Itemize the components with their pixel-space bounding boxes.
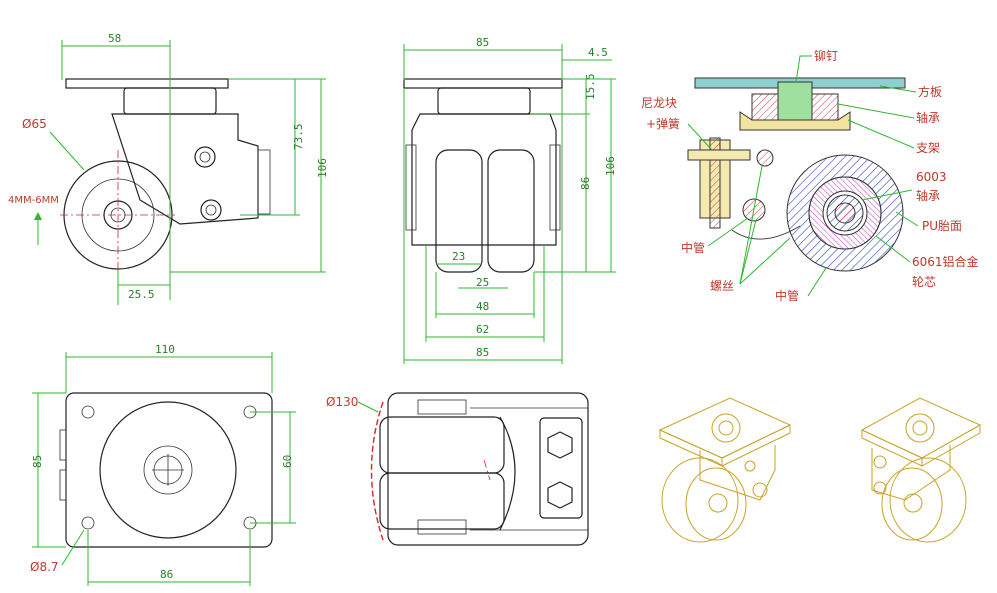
iso-left-bolt [752, 482, 768, 498]
front-stem [437, 87, 531, 115]
bolt-upper-inner [199, 151, 211, 163]
dim-60: 60 [281, 455, 294, 468]
dim-4-6mm: 4MM-6MM [8, 195, 59, 206]
dim-top-86: 86 [160, 568, 173, 581]
bottom-center-mark [483, 459, 491, 481]
bracket-side [257, 149, 271, 215]
wheel-left [435, 149, 483, 273]
label-nylon: 尼龙块 [641, 96, 677, 110]
bottom-outline [387, 392, 589, 546]
side-view: 58 Ø65 73.5 106 4MM-6MM 25.5 [8, 32, 329, 305]
dim-73-5: 73.5 [292, 124, 305, 151]
iso-right-axle [903, 493, 923, 513]
bolt-upper [194, 146, 216, 168]
front-view: 85 4.5 15.5 86 106 23 25 48 62 85 [403, 36, 617, 364]
label-plate: 方板 [918, 84, 942, 99]
bolt-lower-inner [205, 204, 217, 216]
iso-left-hub-top [711, 413, 741, 443]
iso-left-wheel-mid [685, 467, 747, 541]
tab-left-b [59, 469, 67, 501]
bottom-bolt-top [417, 399, 467, 415]
label-6003-b: 轴承 [916, 188, 940, 203]
hole-bl [81, 516, 95, 530]
label-alloy-a: 6061铝合金 [912, 254, 979, 269]
label-tube-1: 中管 [681, 240, 705, 255]
dim-110: 110 [155, 343, 175, 356]
iso-left-plate [658, 397, 792, 459]
section-bearing-right [811, 93, 839, 121]
iso-right-plate-edge [861, 429, 923, 467]
section-view: 铆钉 方板 轴承 支架 尼龙块 +弹簧 6003 轴承 PU胎面 中管 螺丝 中… [641, 48, 979, 303]
iso-right-bolt2 [873, 481, 887, 495]
iso-view-right [860, 397, 982, 543]
iso-left-plate-edge2 [721, 424, 791, 467]
iso-right-hub-top-inner [912, 420, 928, 436]
label-bearing: 轴承 [916, 110, 940, 125]
section-bracket [739, 111, 851, 131]
side-bolt-left [405, 144, 417, 231]
bolt-lower [200, 199, 222, 221]
hole-tl [81, 405, 95, 419]
side-bolt-right [549, 144, 561, 231]
dim-15-5: 15.5 [584, 74, 597, 101]
iso-right-wheel-mid [881, 467, 943, 541]
bottom-wheel-b [379, 472, 505, 530]
iso-left-wheel-outer [661, 457, 739, 543]
section-screw-1 [756, 149, 774, 167]
dim-front-106: 106 [604, 156, 617, 176]
front-plate [403, 78, 563, 89]
iso-left-axle [708, 493, 728, 513]
bottom-nut-lower [547, 481, 573, 509]
label-6003-a: 6003 [916, 170, 947, 184]
iso-right-plate [860, 397, 982, 459]
iso-right-hub-top [905, 413, 935, 443]
section-axle [834, 202, 856, 224]
dim-hole-8-7: Ø8.7 [30, 560, 59, 574]
iso-left-bolt2 [744, 460, 756, 472]
bottom-bracket [539, 417, 583, 519]
iso-right-plate-edge2 [921, 424, 981, 467]
bottom-hub-curve [499, 416, 516, 531]
iso-right-bolt [873, 455, 887, 469]
dim-48: 48 [476, 300, 489, 313]
dim-62: 62 [476, 323, 489, 336]
bottom-view: Ø130 [326, 392, 589, 546]
label-bracket: 支架 [916, 141, 940, 155]
section-nylon-cap [687, 149, 751, 161]
label-alloy-b: 轮芯 [912, 275, 936, 289]
dim-front-86: 86 [579, 177, 592, 190]
iso-view-left [658, 397, 792, 543]
label-pu: PU胎面 [922, 219, 962, 233]
dim-23: 23 [452, 250, 465, 263]
label-tube-2: 中管 [775, 288, 799, 303]
top-hub-outer [143, 445, 193, 495]
section-spring-pin [709, 137, 721, 229]
top-wheel-outline [99, 401, 237, 539]
dim-25-5: 25.5 [128, 288, 155, 301]
dim-58: 58 [108, 32, 121, 45]
label-spring: +弹簧 [646, 116, 680, 131]
section-bearing-left [751, 93, 779, 121]
iso-left-hub-top-inner [718, 420, 734, 436]
dim-front-85-bottom: 85 [476, 346, 489, 359]
label-screw: 螺丝 [710, 279, 734, 293]
label-rivet: 铆钉 [814, 48, 838, 63]
bottom-nut-upper [547, 431, 573, 459]
wheel-right [487, 149, 535, 273]
tab-left-a [59, 429, 67, 461]
bottom-bolt-bottom [417, 519, 467, 535]
dim-dia-130: Ø130 [326, 395, 358, 409]
dim-4-5: 4.5 [588, 46, 608, 59]
iso-left-bracket [699, 445, 776, 501]
iso-right-wheel-outer [889, 457, 967, 543]
mount-plate [65, 78, 229, 89]
bracket-body [111, 113, 259, 225]
dim-top-85: 85 [31, 455, 44, 468]
dim-dia-65: Ø65 [22, 117, 47, 131]
top-view: 110 85 60 Ø8.7 86 [30, 343, 296, 586]
dim-front-85: 85 [476, 36, 489, 49]
dim-25: 25 [476, 276, 489, 289]
dim-106: 106 [316, 158, 329, 178]
